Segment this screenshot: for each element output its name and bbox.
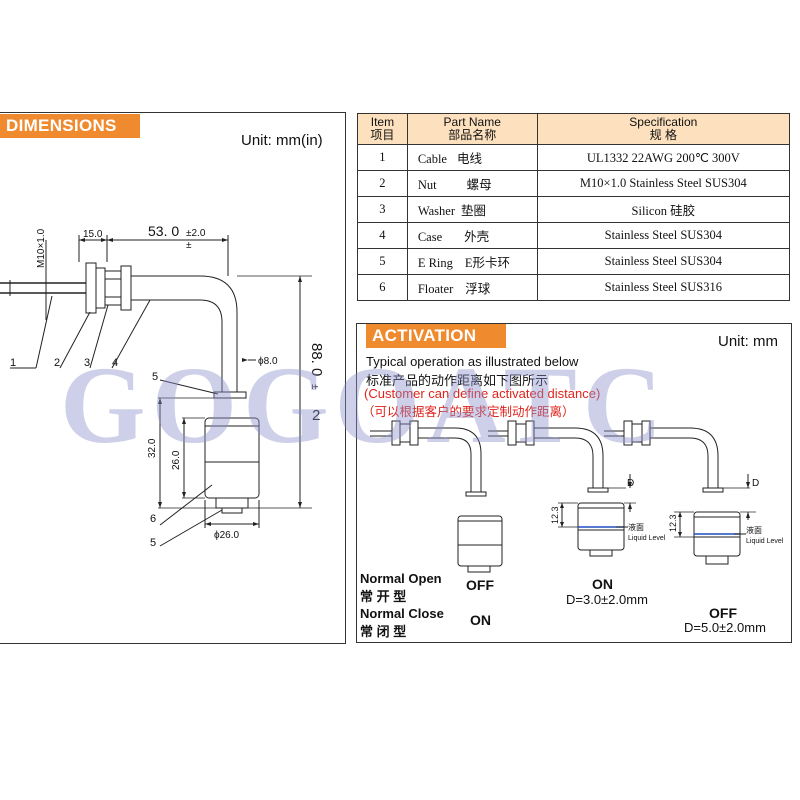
cell-item: 5 <box>357 248 408 275</box>
callout-2: 2 <box>54 357 60 369</box>
liquid-cn-col3: 液面 <box>746 525 762 535</box>
activation-note-en: Typical operation as illustrated below <box>366 354 579 369</box>
dim-123-col3: 12.3 <box>668 514 678 532</box>
cell-spec: Silicon 硅胶 <box>536 196 791 223</box>
dim-phi26: ϕ26.0 <box>214 530 240 541</box>
state-col1-open: OFF <box>466 577 494 593</box>
dim-phi8: ϕ8.0 <box>258 356 278 367</box>
dim-d-col3: D <box>752 478 759 489</box>
dim-88-tol2: 2 <box>312 407 320 424</box>
activation-panel <box>356 323 792 643</box>
liquid-en-col3: Liquid Level <box>746 538 784 545</box>
dim-123-col2: 12.3 <box>550 506 560 524</box>
activation-unit: Unit: mm <box>718 333 778 350</box>
d-col2: D=3.0±2.0mm <box>566 592 648 607</box>
dim-53-pm: ± <box>186 240 192 251</box>
cell-item: 3 <box>357 196 408 223</box>
dim-15: 15.0 <box>83 229 103 240</box>
dimensions-drawing: 15.0 53. 0 ±2.0 ± M10×1.0 88. 0 ± 2 ϕ8.0… <box>0 223 325 549</box>
cell-spec: Stainless Steel SUS304 <box>536 222 791 249</box>
callout-3: 3 <box>84 357 90 369</box>
dim-m10: M10×1.0 <box>36 228 47 268</box>
cell-spec: UL1332 22AWG 200℃ 300V <box>536 144 791 171</box>
callout-1: 1 <box>10 357 16 369</box>
callout-6: 6 <box>150 513 156 525</box>
normal-close-label: Normal Close <box>360 606 444 621</box>
dim-d-col2: D <box>627 478 634 489</box>
state-col3-close: OFF <box>709 605 737 621</box>
callout-4: 4 <box>112 357 118 369</box>
dim-53: 53. 0 <box>148 223 179 239</box>
dim-26: 26.0 <box>171 450 182 470</box>
dimensions-unit: Unit: mm(in) <box>241 132 323 149</box>
cell-item: 6 <box>357 274 408 301</box>
normal-close-cn: 常 闭 型 <box>360 624 407 639</box>
cell-item: 2 <box>357 170 408 197</box>
state-col1-close: ON <box>470 612 491 628</box>
dim-88-tol: ± <box>309 384 320 390</box>
dim-88: 88. 0 <box>308 343 325 376</box>
cell-item: 4 <box>357 222 408 249</box>
activation-custom-cn: （可以根据客户的要求定制动作距离） <box>362 405 575 419</box>
cell-spec: Stainless Steel SUS304 <box>536 248 791 275</box>
dim-53-tol: ±2.0 <box>186 228 206 239</box>
d-col3: D=5.0±2.0mm <box>684 620 766 635</box>
liquid-cn-col2: 液面 <box>628 522 644 532</box>
cell-spec: Stainless Steel SUS316 <box>536 274 791 301</box>
activation-drawing: D D 12.3 12.3 液面 Liquid Level 液面 Liquid … <box>370 420 784 573</box>
cell-spec: M10×1.0 Stainless Steel SUS304 <box>536 170 791 197</box>
liquid-en-col2: Liquid Level <box>628 535 666 542</box>
dimensions-header: DIMENSIONS <box>0 114 140 138</box>
dimensions-panel <box>0 112 346 644</box>
activation-note-cn: 标准产品的动作距离如下图所示 <box>366 373 549 388</box>
dim-32: 32.0 <box>147 438 158 458</box>
normal-open-label: Normal Open <box>360 571 442 586</box>
callout-5-top: 5 <box>152 371 158 383</box>
state-col2-open: ON <box>592 576 613 592</box>
callout-5-bottom: 5 <box>150 537 156 549</box>
watermark: GOGOATC <box>60 344 669 466</box>
cell-item: 1 <box>357 144 408 171</box>
activation-header: ACTIVATION <box>366 324 506 348</box>
normal-open-cn: 常 开 型 <box>360 589 407 604</box>
activation-custom-en: (Customer can define activated distance) <box>364 386 601 401</box>
